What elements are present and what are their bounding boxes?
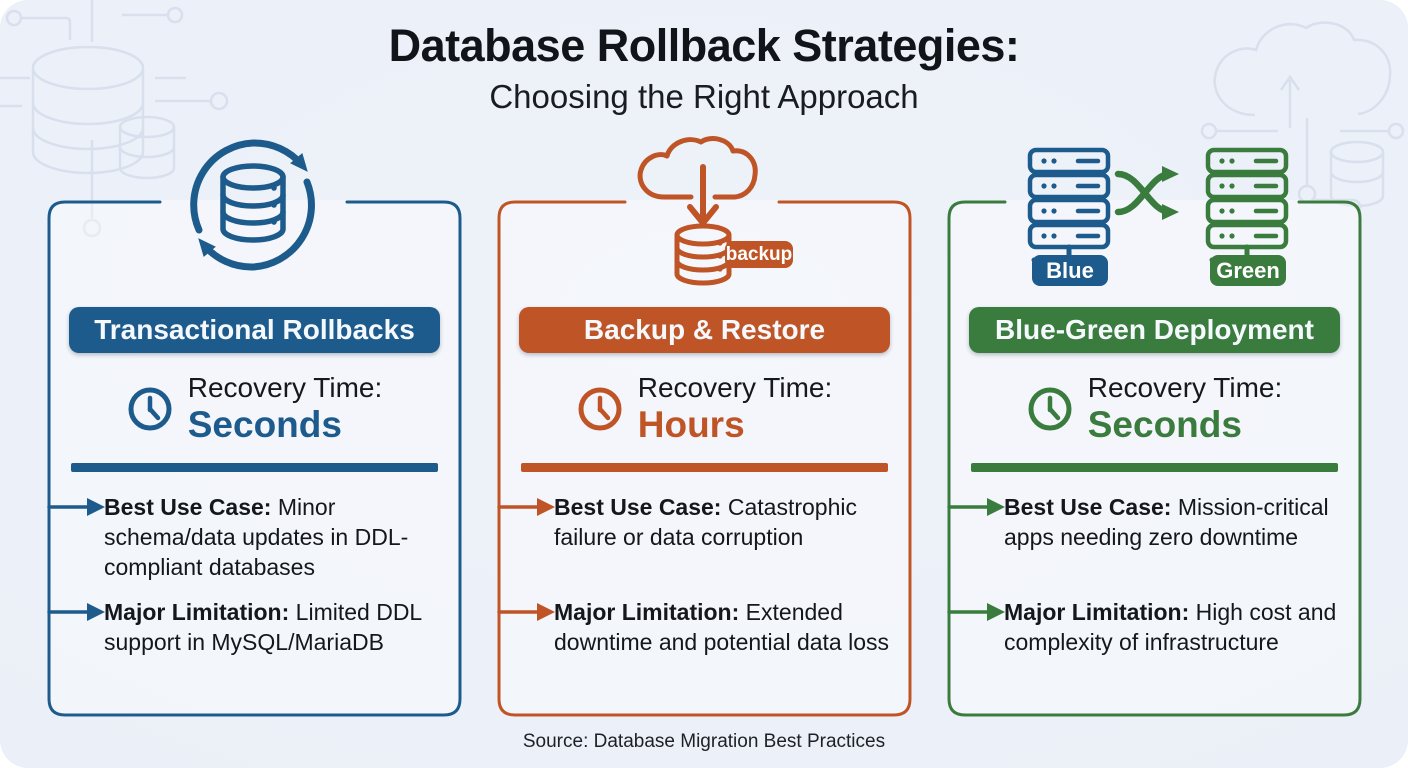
recovery-value: Seconds <box>187 404 342 446</box>
card-blue-green-deployment: Blue-Green Deployment Recovery Time: Sec… <box>947 200 1362 717</box>
clock-icon <box>578 387 622 431</box>
swap-arrows-icon <box>1114 166 1179 220</box>
best-use-case-text: Minor schema/data updates in DDL-complia… <box>104 494 409 580</box>
divider <box>521 463 888 472</box>
recovery-label: Recovery Time: <box>187 372 383 404</box>
database-sync-icon <box>173 130 333 280</box>
best-use-case: Best Use Case: Mission-critical apps nee… <box>1004 492 1349 552</box>
divider <box>71 463 438 472</box>
card-backup-restore: Backup & Restore Recovery Time: Hours Be… <box>497 200 912 717</box>
clock-icon <box>1028 387 1072 431</box>
best-use-case: Best Use Case: Minor schema/data updates… <box>104 492 449 582</box>
major-limitation-label: Major Limitation: <box>554 599 740 625</box>
green-label-text: Green <box>1216 257 1280 283</box>
best-use-case-text: Catastrophic failure or data corruption <box>554 494 857 550</box>
major-limitation-text: Extended downtime and potential data los… <box>554 599 889 655</box>
recovery-text: Recovery Time: Seconds <box>188 372 383 446</box>
recovery-value: Hours <box>637 404 745 446</box>
major-limitation-text: Limited DDL support in MySQL/MariaDB <box>104 599 422 655</box>
page-subtitle: Choosing the Right Approach <box>489 78 919 115</box>
blue-server-label: Blue <box>1032 255 1108 286</box>
blue-green-servers-icon: Blue Green <box>1012 146 1302 288</box>
recovery-text: Recovery Time: Hours <box>638 372 833 446</box>
recovery-time-block: Recovery Time: Seconds <box>971 368 1338 450</box>
major-limitation-label: Major Limitation: <box>1004 599 1190 625</box>
card-title-banner: Blue-Green Deployment <box>969 307 1340 353</box>
card-border <box>47 200 462 717</box>
best-use-case-label: Best Use Case: <box>1004 494 1172 520</box>
major-limitation-label: Major Limitation: <box>104 599 290 625</box>
card-transactional-rollbacks: Transactional Rollbacks Recovery Time: S… <box>47 200 462 717</box>
best-use-case-label: Best Use Case: <box>554 494 722 520</box>
blue-server-rack <box>1027 147 1111 263</box>
best-use-case-text: Mission-critical apps needing zero downt… <box>1004 494 1329 550</box>
recovery-time-block: Recovery Time: Hours <box>521 368 888 450</box>
card-title-banner: Backup & Restore <box>519 307 890 353</box>
major-limitation: Major Limitation: High cost and complexi… <box>1004 597 1349 657</box>
major-limitation: Major Limitation: Extended downtime and … <box>554 597 899 657</box>
major-limitation-text: High cost and complexity of infrastructu… <box>1004 599 1337 655</box>
backup-badge-label: backup <box>725 243 793 265</box>
card-title: Backup & Restore <box>583 314 826 345</box>
page-title: Database Rollback Strategies: <box>388 20 1020 71</box>
card-title: Transactional Rollbacks <box>94 314 415 345</box>
green-server-rack <box>1205 147 1289 263</box>
green-server-label: Green <box>1210 255 1286 286</box>
recovery-label: Recovery Time: <box>1087 372 1283 404</box>
card-border <box>947 200 1362 717</box>
recovery-value: Seconds <box>1087 404 1242 446</box>
card-border <box>497 200 912 717</box>
card-title: Blue-Green Deployment <box>995 314 1314 345</box>
divider <box>971 463 1338 472</box>
recovery-label: Recovery Time: <box>637 372 833 404</box>
recovery-text: Recovery Time: Seconds <box>1088 372 1283 446</box>
card-title-banner: Transactional Rollbacks <box>69 307 440 353</box>
source-note: Source: Database Migration Best Practice… <box>522 731 886 752</box>
best-use-case-label: Best Use Case: <box>104 494 272 520</box>
clock-icon <box>128 387 172 431</box>
blue-label-text: Blue <box>1046 257 1094 283</box>
major-limitation: Major Limitation: Limited DDL support in… <box>104 597 449 657</box>
backup-badge: backup <box>725 241 793 268</box>
cloud-backup-icon: backup <box>618 133 818 293</box>
recovery-time-block: Recovery Time: Seconds <box>71 368 438 450</box>
best-use-case: Best Use Case: Catastrophic failure or d… <box>554 492 899 552</box>
